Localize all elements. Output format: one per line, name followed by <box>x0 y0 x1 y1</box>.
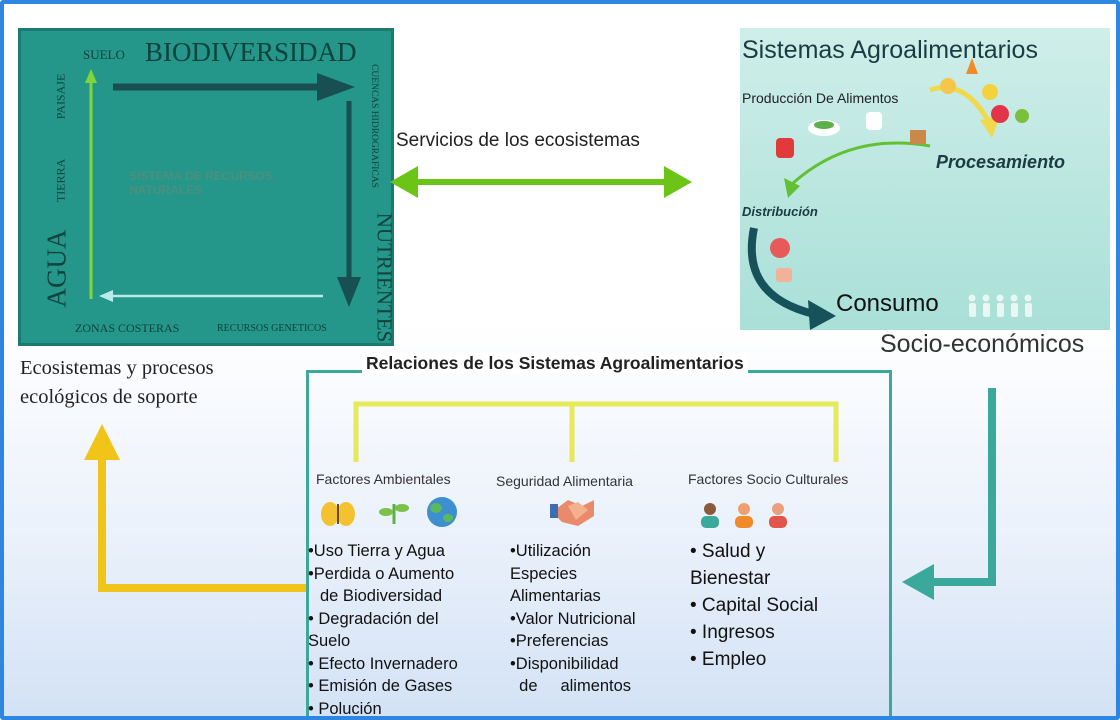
arc-consumption <box>747 227 815 318</box>
top-arrow-head <box>317 73 355 101</box>
label-sistema-recursos: SISTEMA DE RECURSOS NATURALES <box>129 169 274 197</box>
services-arrow-head-right <box>664 166 692 198</box>
services-arrow-head-left <box>390 166 418 198</box>
food-icons <box>776 112 926 158</box>
agro-illustration <box>747 58 1032 330</box>
ecosystem-caption: Ecosistemas y procesos ecológicos de sop… <box>20 354 214 412</box>
list-item: de Biodiversidad <box>320 587 442 605</box>
yellow-return-arrow <box>98 454 306 592</box>
butterfly-icon <box>321 502 355 526</box>
left-arrow-head <box>85 69 97 83</box>
services-double-arrow <box>390 166 692 198</box>
label-biodiversidad: BIODIVERSIDAD <box>145 37 357 67</box>
label-suelo: SUELO <box>83 47 125 62</box>
person-icon-2 <box>735 503 753 528</box>
people-icons-socio <box>701 503 787 528</box>
arc-production <box>929 85 993 126</box>
bottom-arrow-head <box>99 290 113 302</box>
list-item: •Preferencias <box>510 632 609 650</box>
label-recursos-geneticos: RECURSOS GENETICOS <box>217 323 327 334</box>
relations-title: Relaciones de los Sistemas Agroalimentar… <box>362 353 748 374</box>
arc-distribution-head <box>784 178 800 198</box>
list-item: •Perdida o Aumento <box>308 564 455 583</box>
list-item: • Degradación del <box>308 609 439 628</box>
list-socio-culturales: • Salud y Bienestar • Capital Social • I… <box>690 538 818 673</box>
label-consumo: Consumo <box>836 290 939 317</box>
list-item: Bienestar <box>690 568 771 589</box>
caption-line-2: ecológicos de soporte <box>20 386 198 408</box>
list-item: • Salud y <box>690 541 766 562</box>
list-item: • Empleo <box>690 649 767 670</box>
list-item: •Disponibilidad <box>510 654 619 673</box>
ecosystem-box: SUELO BIODIVERSIDAD PAISAJE TIERRA AGUA … <box>18 28 397 346</box>
globe-icon <box>427 497 457 527</box>
relations-bracket <box>353 401 839 462</box>
caption-line-1: Ecosistemas y procesos <box>20 357 214 379</box>
list-item: • Capital Social <box>690 595 819 616</box>
veggies-icon <box>940 58 1029 123</box>
socio-return-arrow-head <box>902 564 934 600</box>
label-procesamiento: Procesamiento <box>936 152 1066 172</box>
list-item: •Valor Nutricional <box>510 609 636 628</box>
right-arrow-head <box>337 277 361 307</box>
list-item: Suelo <box>308 632 351 650</box>
connector-arrows <box>84 388 996 600</box>
sprout-icon <box>379 504 409 524</box>
list-item: • Ingresos <box>690 622 775 643</box>
ecosystem-arrows <box>85 69 361 307</box>
list-item: • Emisión de Gases <box>308 677 453 695</box>
person-icon-1 <box>701 503 719 528</box>
label-zonas-costeras: ZONAS COSTERAS <box>75 321 180 335</box>
distribution-icons <box>770 238 792 282</box>
handshake-icon <box>550 500 594 526</box>
agro-title: Sistemas Agroalimentarios <box>742 36 1038 64</box>
list-seguridad: •Utilización Especies Alimentarias •Valo… <box>510 540 636 698</box>
list-item: • Efecto Invernadero <box>308 654 458 673</box>
bracket-lines <box>353 401 839 462</box>
list-item: Alimentarias <box>510 587 601 605</box>
people-icons <box>968 294 1032 317</box>
list-item: Especies <box>510 564 577 583</box>
label-produccion: Producción De Alimentos <box>742 90 899 106</box>
heading-socio-culturales: Factores Socio Culturales <box>688 471 849 487</box>
agro-box: Sistemas Agroalimentarios Producción De … <box>740 28 1110 330</box>
arc-production-head <box>980 116 1000 138</box>
heading-ambientales: Factores Ambientales <box>316 471 451 487</box>
list-item: de alimentos <box>510 677 632 695</box>
socio-return-arrow <box>930 388 996 586</box>
services-label: Servicios de los ecosistemas <box>396 130 640 151</box>
heading-seguridad: Seguridad Alimentaria <box>496 473 633 489</box>
ambiental-icons <box>321 497 457 527</box>
list-item: • Polución <box>308 699 382 718</box>
list-ambientales: •Uso Tierra y Agua •Perdida o Aumento de… <box>308 540 458 718</box>
label-distribucion: Distribución <box>742 204 818 219</box>
arc-consumption-head <box>808 300 836 330</box>
list-item: •Uso Tierra y Agua <box>308 542 445 560</box>
label-socio-economicos: Socio-económicos <box>880 330 1085 358</box>
person-icon-3 <box>769 503 787 528</box>
list-item: •Utilización <box>510 542 591 560</box>
yellow-return-arrow-head <box>84 424 120 460</box>
